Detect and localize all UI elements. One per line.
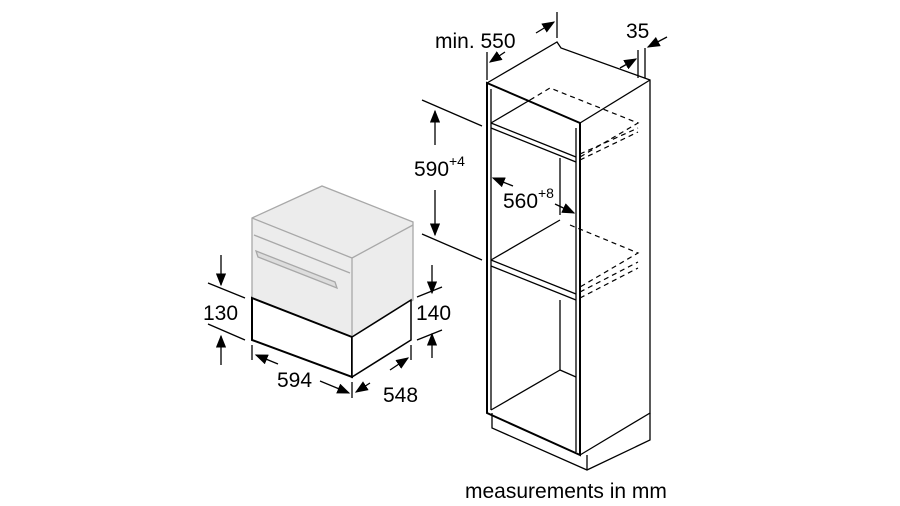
tall-cabinet [486,41,651,471]
dim-560-tolerance: +8 [538,185,554,201]
dim-min-550: min. 550 [435,30,516,53]
dim-130: 130 [203,302,238,325]
oven-illustration [251,185,414,338]
dim-35: 35 [626,20,649,43]
dim-548: 548 [383,384,418,407]
dim-140: 140 [416,302,451,325]
dim-594: 594 [277,369,312,392]
dim-590: 590 [414,158,449,181]
drawer-dimension-lines [207,255,443,398]
cabinet-dimension-lines [421,12,668,261]
warming-drawer [251,296,412,379]
dim-560: 560 [503,190,538,213]
dim-590-tolerance: +4 [449,153,465,169]
caption: measurements in mm [465,480,667,503]
